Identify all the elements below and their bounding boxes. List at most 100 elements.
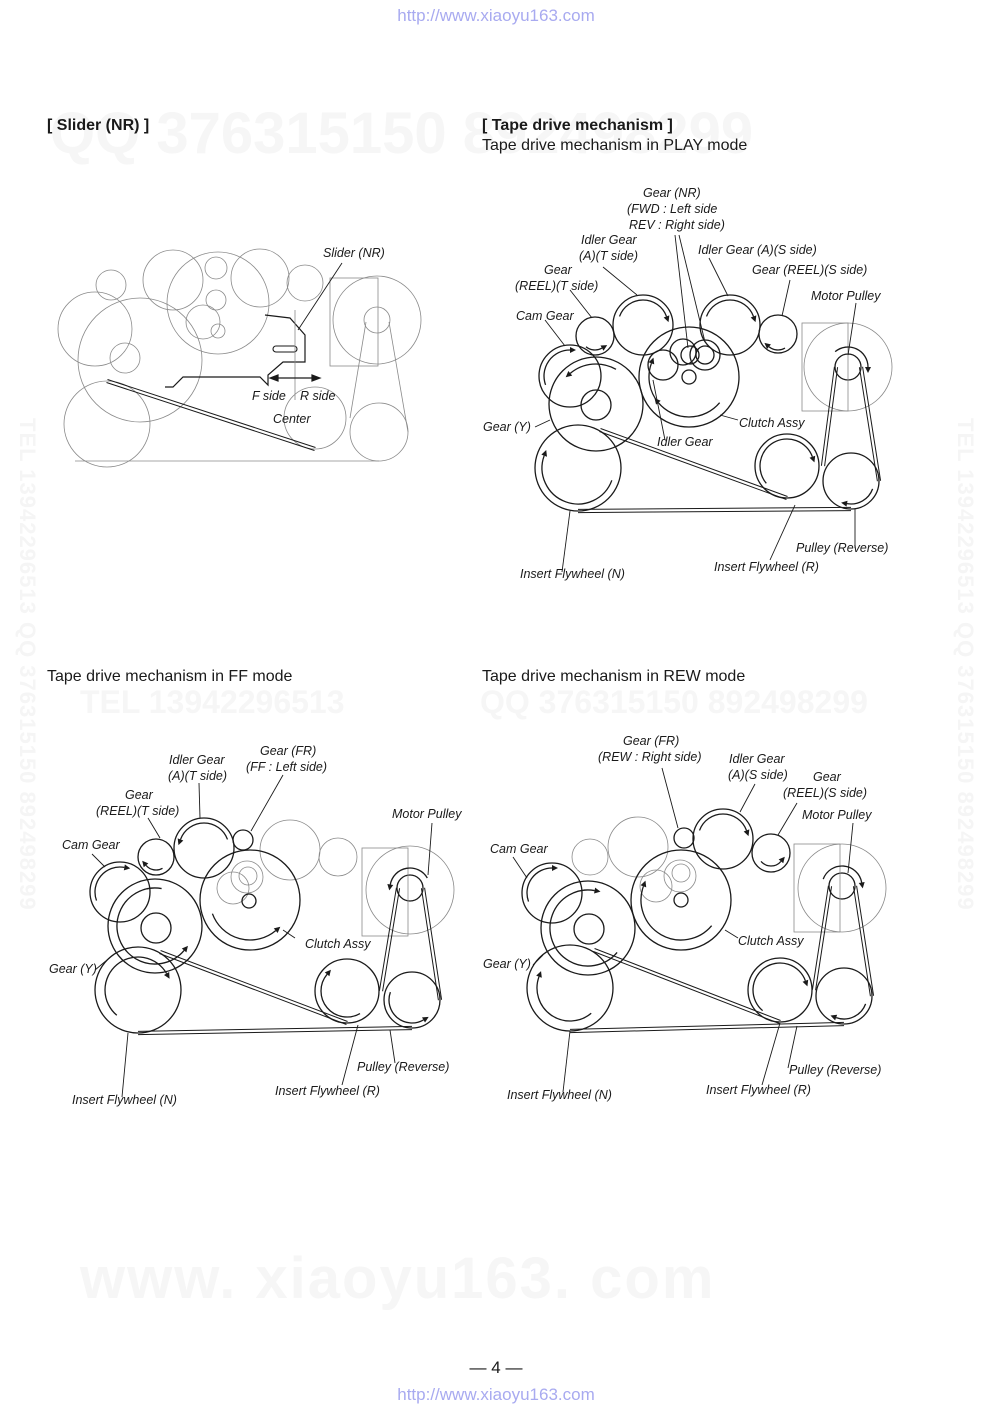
arrowhead: [387, 884, 394, 891]
belt: [599, 431, 787, 500]
leader-line: [512, 856, 528, 879]
motor-pulley-outer: [797, 843, 887, 933]
label-gear-y: Gear (Y): [49, 962, 97, 976]
gear-circle: [109, 342, 141, 374]
leader-line: [389, 1029, 396, 1064]
leader-line: [719, 414, 739, 421]
belt: [349, 321, 367, 419]
motor-pulley: [332, 275, 422, 365]
rotation-arrow: [179, 822, 229, 840]
label-r-side: R side: [300, 389, 335, 403]
label-cam-gear: Cam Gear: [62, 838, 120, 852]
label-gear-y: Gear (Y): [483, 420, 531, 434]
label-center: Center: [273, 412, 311, 426]
arrowhead: [764, 342, 771, 350]
belt: [382, 888, 401, 992]
arrowhead: [273, 926, 281, 933]
label-cam-gear: Cam Gear: [490, 842, 548, 856]
arrowhead: [552, 865, 558, 871]
rotation-arrow: [541, 455, 613, 505]
label-motor-pulley: Motor Pulley: [392, 807, 462, 821]
belt: [858, 367, 878, 482]
label-clutch-assy: Clutch Assy: [738, 934, 804, 948]
arrowhead: [600, 345, 608, 351]
arrowhead: [802, 979, 809, 987]
gear-y: [548, 356, 644, 452]
arrowhead: [570, 347, 576, 353]
gear-circle: [216, 871, 250, 905]
rotation-arrow: [752, 962, 806, 1012]
leader-line: [198, 782, 201, 819]
gear-circle: [680, 345, 700, 365]
gear-circle: [671, 863, 691, 883]
gear-reel-t: [575, 316, 615, 356]
motor-pulley-outer: [365, 845, 455, 935]
rotation-arrow: [526, 867, 553, 902]
label-gear-reel-s-side: (REEL)(S side): [783, 786, 867, 800]
insert-flywheel-r: [283, 386, 347, 450]
rotation-arrow: [585, 346, 603, 351]
belt: [420, 888, 439, 1001]
leader-line: [569, 289, 593, 319]
play-mode-title: Tape drive mechanism in PLAY mode: [482, 137, 748, 154]
leader-line: [427, 822, 433, 876]
arrowhead: [648, 357, 655, 365]
label-f-side: F side: [252, 389, 286, 403]
idler-gear: [647, 349, 679, 381]
label-motor-pulley: Motor Pulley: [811, 289, 881, 303]
leader-line: [781, 279, 791, 317]
label-idler-a-s-side: (A)(S side): [728, 768, 788, 782]
leader-line: [661, 767, 679, 829]
rotation-arrow: [846, 488, 874, 505]
belt: [569, 1021, 844, 1030]
belt: [594, 948, 781, 1021]
idler-gear-a-t: [612, 294, 674, 356]
label-insert-flywheel-r: Insert Flywheel (R): [714, 560, 819, 574]
arrowhead: [663, 315, 670, 323]
gear-circle: [580, 389, 612, 421]
gear-circle: [230, 860, 264, 894]
gear-fr: [673, 827, 695, 849]
rotation-arrow: [705, 299, 755, 317]
rotation-arrow: [760, 860, 782, 867]
clutch-assy: [166, 251, 270, 355]
header-url[interactable]: http://www.xiaoyu163.com: [397, 6, 595, 25]
arrowhead: [536, 971, 542, 978]
clutch-assy: [638, 326, 740, 428]
arrowhead: [123, 864, 131, 871]
arrowhead: [142, 860, 149, 868]
leader-line: [94, 954, 114, 971]
gear-circle: [241, 893, 257, 909]
motor-pulley-hub: [363, 306, 391, 334]
gear-y: [540, 880, 636, 976]
belt: [862, 366, 882, 481]
belt: [852, 886, 871, 997]
slider-heading: [ Slider (NR) ]: [47, 117, 150, 134]
belt: [815, 886, 833, 991]
watermark-ff-row: TEL 13942296513: [80, 684, 345, 720]
rotation-arrow: [698, 813, 748, 831]
arrowhead: [858, 882, 865, 889]
leader-line: [769, 504, 796, 561]
belt: [378, 887, 397, 991]
label-pulley-reverse: Pulley (Reverse): [789, 1063, 881, 1077]
label-insert-flywheel-n: Insert Flywheel (N): [520, 567, 625, 581]
gear-circle: [673, 892, 689, 908]
arrowhead: [565, 371, 573, 378]
gear-circle: [95, 269, 127, 301]
label-gear-reel-s: Gear (REEL)(S side): [752, 263, 867, 277]
label-gear-fr-ff: (FF : Left side): [246, 760, 327, 774]
rotation-arrow: [640, 886, 713, 941]
footer-url[interactable]: http://www.xiaoyu163.com: [397, 1385, 595, 1404]
belt: [107, 379, 316, 448]
leader-line: [561, 510, 571, 573]
leader-line: [777, 802, 798, 836]
arrowhead: [809, 455, 816, 463]
gear-circle: [639, 869, 673, 903]
leader-line: [341, 1024, 359, 1086]
label-insert-flywheel-r: Insert Flywheel (R): [706, 1083, 811, 1097]
insert-flywheel-n: [94, 946, 182, 1034]
arrowhead-right: [311, 374, 322, 382]
clutch-assy: [630, 849, 732, 951]
pulley-reverse: [822, 452, 880, 510]
